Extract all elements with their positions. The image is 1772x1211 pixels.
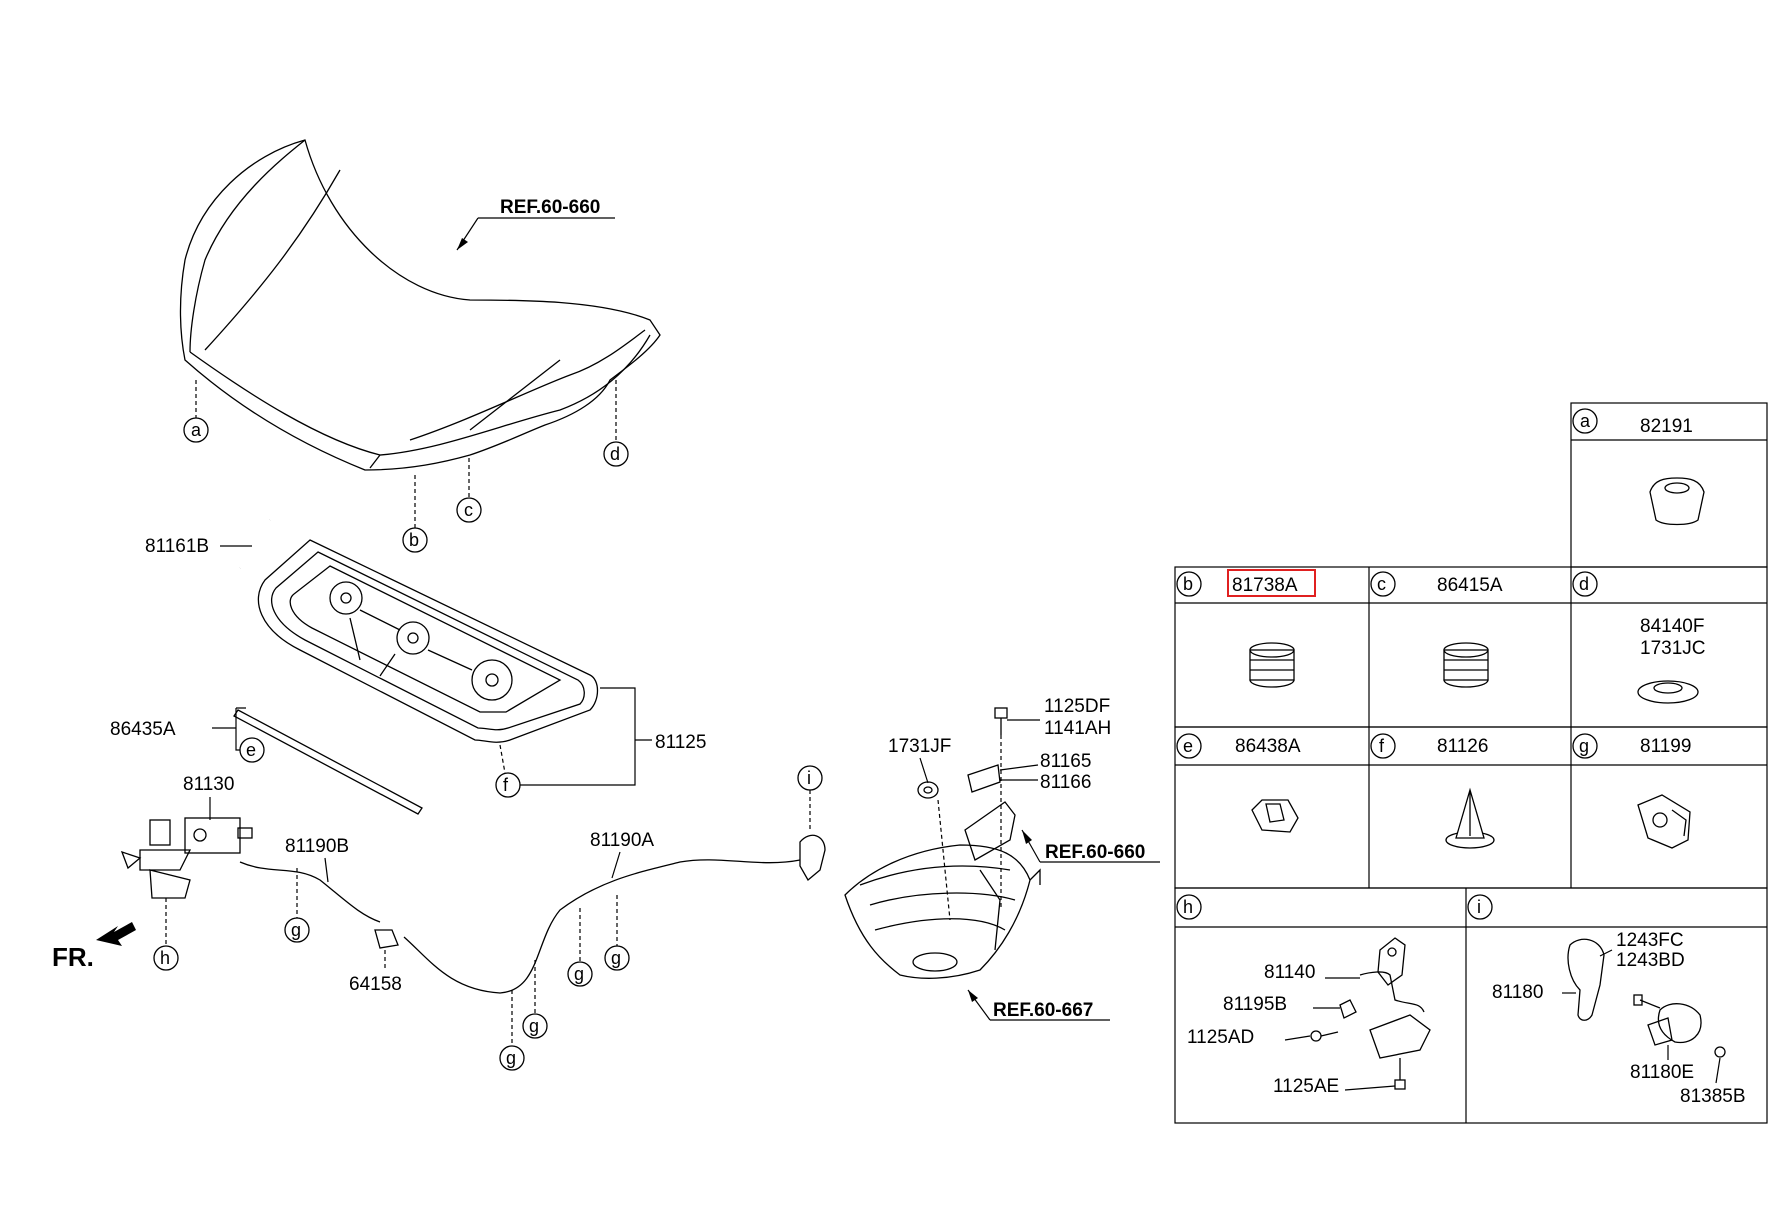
cell-e-letter: e	[1183, 736, 1193, 756]
part-81166: 81166	[1040, 772, 1091, 793]
cell-d-letter: d	[1579, 574, 1589, 594]
part-1125DF: 1125DF	[1044, 696, 1110, 717]
cell-i-part-2: 1243BD	[1616, 950, 1685, 971]
svg-text:g: g	[291, 920, 301, 940]
cell-i-part-1: 1243FC	[1616, 930, 1684, 951]
part-81190B: 81190B	[285, 836, 349, 857]
part-64158: 64158	[349, 974, 402, 995]
cell-g-part: 81199	[1640, 736, 1691, 757]
grommet-icon	[1637, 680, 1699, 704]
cell-d-part-1: 84140F	[1640, 616, 1704, 637]
cable-clip-icon	[1637, 794, 1691, 849]
cell-i-letter: i	[1477, 897, 1481, 917]
cell-b-letter: b	[1183, 574, 1193, 594]
part-81190A: 81190A	[590, 830, 654, 851]
cell-a-part: 82191	[1640, 416, 1693, 437]
cell-b-part: 81738A	[1232, 575, 1298, 596]
ref-panel-label: REF.60-667	[993, 1000, 1093, 1021]
cell-h-part-2: 81195B	[1223, 994, 1287, 1015]
cell-a-badge	[1572, 408, 1598, 434]
hood-latch-icon	[1310, 937, 1431, 1090]
cell-e-part: 86438A	[1235, 736, 1301, 757]
part-1731JF: 1731JF	[888, 736, 951, 757]
svg-text:g: g	[506, 1048, 516, 1068]
cell-g-letter: g	[1579, 736, 1589, 756]
svg-text:c: c	[464, 500, 473, 520]
cell-c-letter: c	[1377, 574, 1386, 594]
cell-a-letter: a	[1580, 411, 1591, 431]
ref-hood-label: REF.60-660	[500, 197, 600, 218]
part-1141AH: 1141AH	[1044, 718, 1111, 739]
svg-text:a: a	[191, 420, 202, 440]
svg-text:g: g	[574, 964, 584, 984]
svg-text:g: g	[611, 948, 621, 968]
part-81165: 81165	[1040, 751, 1091, 772]
release-handle	[799, 834, 826, 881]
hood-panel	[179, 139, 661, 471]
front-label: FR.	[52, 942, 94, 972]
parts-table	[1174, 402, 1768, 1124]
svg-text:i: i	[807, 768, 811, 788]
svg-text:h: h	[160, 948, 170, 968]
part-86435A: 86435A	[110, 719, 176, 740]
cell-h-part-3: 1125AD	[1187, 1027, 1254, 1048]
bumper-stack-icon	[1443, 642, 1489, 688]
cell-c-part: 86415A	[1437, 575, 1503, 596]
cell-h-part-4: 1125AE	[1273, 1076, 1339, 1097]
part-81161B: 81161B	[145, 536, 209, 557]
insulator-pad	[257, 539, 599, 743]
svg-text:b: b	[409, 530, 419, 550]
latch-assembly	[120, 817, 253, 899]
svg-text:d: d	[610, 444, 620, 464]
cell-h-letter: h	[1183, 897, 1193, 917]
hinge-bolt	[994, 707, 1008, 735]
weatherstrip	[233, 709, 423, 815]
cell-d-part-2: 1731JC	[1640, 638, 1706, 659]
clip-64158	[374, 929, 399, 949]
front-direction-arrow-icon	[96, 922, 136, 946]
cell-f-letter: f	[1379, 736, 1385, 756]
svg-text:f: f	[503, 775, 509, 795]
push-pin-icon	[1445, 787, 1495, 849]
cell-h-part-1: 81140	[1264, 962, 1315, 983]
svg-text:e: e	[246, 740, 256, 760]
hood-strut	[238, 519, 272, 569]
part-81125: 81125	[655, 732, 706, 753]
hinge-assembly	[964, 764, 1016, 861]
part-81130: 81130	[183, 774, 234, 795]
clip-e-icon	[1251, 799, 1299, 833]
cell-f-part: 81126	[1437, 736, 1488, 757]
highlight-box	[1227, 569, 1316, 597]
bumper-stack-icon	[1249, 642, 1295, 688]
cell-i-part-4: 81180E	[1630, 1062, 1694, 1083]
svg-text:g: g	[529, 1016, 539, 1036]
rubber-stopper-icon	[1649, 477, 1705, 526]
cell-i-part-3: 81180	[1492, 982, 1543, 1003]
release-lever-icon	[1567, 938, 1726, 1058]
ref-hinge-label: REF.60-660	[1045, 842, 1145, 863]
engine-bay-panel	[844, 844, 1041, 979]
cell-i-part-5: 81385B	[1680, 1086, 1746, 1107]
